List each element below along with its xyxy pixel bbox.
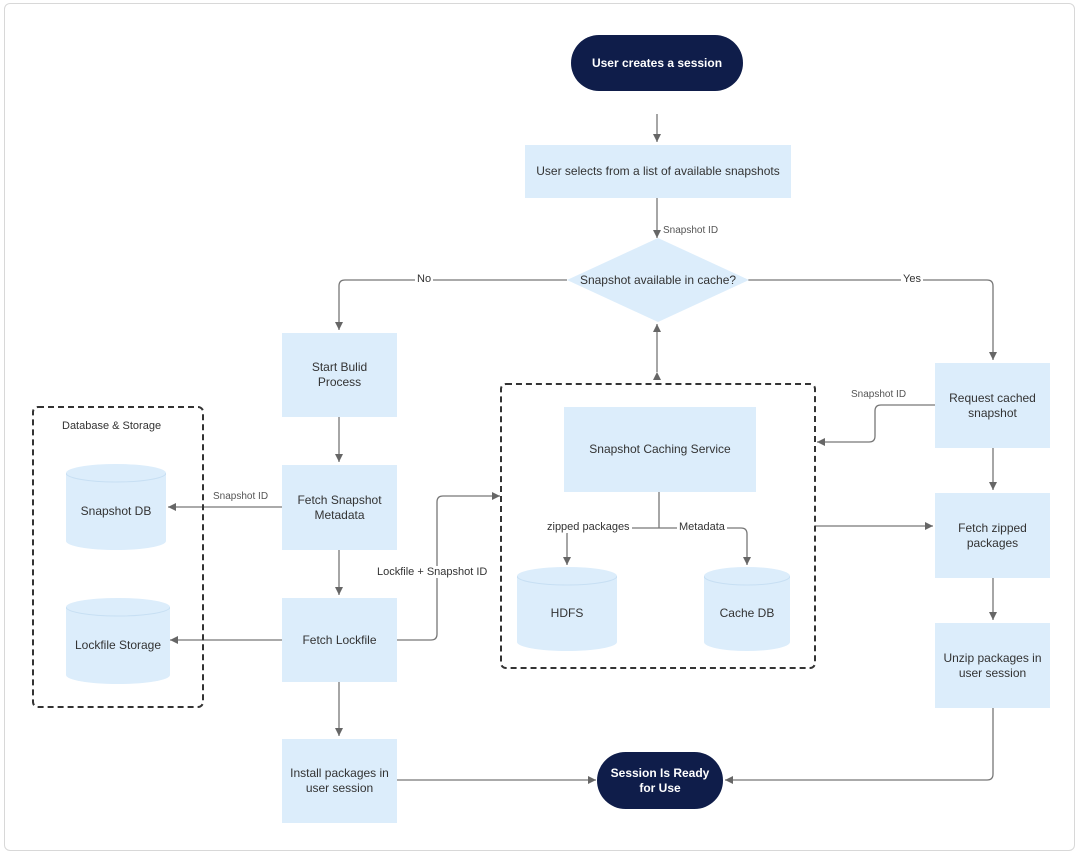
database-cylinder-icon bbox=[704, 567, 790, 651]
group-database-storage bbox=[32, 406, 204, 708]
session-ready-node[interactable]: Session Is Ready for Use bbox=[597, 752, 723, 809]
lockfile-storage-label: Lockfile Storage bbox=[74, 637, 162, 652]
snapshot-db-node[interactable]: Snapshot DB bbox=[66, 464, 166, 550]
start-node[interactable]: User creates a session bbox=[571, 35, 743, 91]
edge-label-lockfile-snapshot: Lockfile + Snapshot ID bbox=[375, 566, 490, 578]
database-cylinder-icon bbox=[66, 464, 166, 550]
database-cylinder-icon bbox=[517, 567, 617, 651]
edge-label-yes: Yes bbox=[901, 273, 923, 285]
start-build-node[interactable]: Start Bulid Process bbox=[282, 333, 397, 417]
fetch-zipped-node[interactable]: Fetch zipped packages bbox=[935, 493, 1050, 578]
edge-unzip-ready bbox=[725, 708, 994, 784]
edge-label-metadata: Metadata bbox=[677, 521, 727, 533]
edge-label-snapshot-id-top: Snapshot ID bbox=[661, 225, 721, 237]
diagram-frame bbox=[4, 3, 1075, 851]
edge-label-snapshot-id-right: Snapshot ID bbox=[849, 389, 909, 401]
install-packages-node[interactable]: Install packages in user session bbox=[282, 739, 397, 823]
unzip-packages-node[interactable]: Unzip packages in user session bbox=[935, 623, 1050, 708]
cache-db-label: Cache DB bbox=[719, 605, 775, 620]
decision-label: Snapshot available in cache? bbox=[579, 272, 737, 287]
edge-split-cachedb bbox=[659, 527, 751, 565]
fetch-lockfile-node[interactable]: Fetch Lockfile bbox=[282, 598, 397, 682]
edge-label-zipped-packages: zipped packages bbox=[545, 521, 632, 533]
edge-decision-request bbox=[748, 279, 997, 360]
hdfs-label: HDFS bbox=[550, 605, 584, 620]
select-snapshot-node[interactable]: User selects from a list of available sn… bbox=[525, 145, 791, 198]
hdfs-node[interactable]: HDFS bbox=[517, 567, 617, 651]
cache-db-node[interactable]: Cache DB bbox=[704, 567, 790, 651]
decision-diamond[interactable] bbox=[565, 236, 751, 324]
caching-service-node[interactable]: Snapshot Caching Service bbox=[564, 407, 756, 492]
request-cached-node[interactable]: Request cached snapshot bbox=[935, 363, 1050, 448]
edge-label-no: No bbox=[415, 273, 434, 285]
database-cylinder-icon bbox=[66, 598, 170, 684]
fetch-metadata-node[interactable]: Fetch Snapshot Metadata bbox=[282, 465, 397, 550]
group-snapshot-caching bbox=[500, 383, 816, 669]
lockfile-storage-node[interactable]: Lockfile Storage bbox=[66, 598, 170, 684]
snapshot-db-label: Snapshot DB bbox=[80, 503, 152, 518]
edge-decision-build bbox=[335, 279, 567, 330]
edge-label-snapshot-id-left: Snapshot ID bbox=[211, 491, 271, 503]
edge-request-cache bbox=[817, 404, 935, 446]
group-database-storage-label: Database & Storage bbox=[62, 420, 162, 432]
